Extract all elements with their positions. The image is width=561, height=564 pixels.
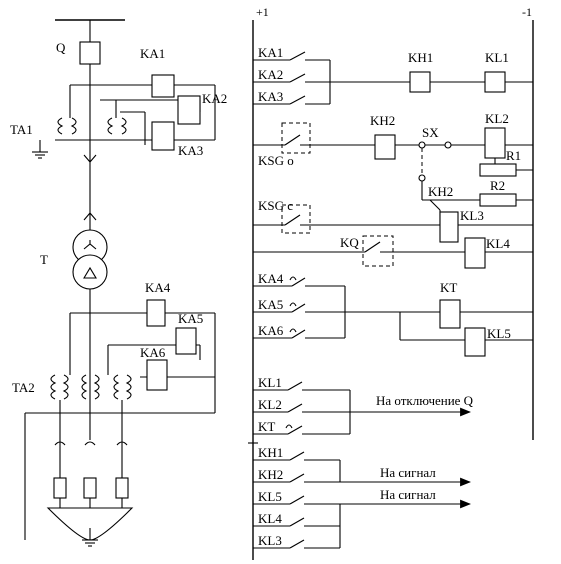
load-b — [83, 477, 97, 499]
trip-circuit: KL1 KL2 KT На отключение Q — [253, 375, 474, 435]
kl3-label: KL3 — [460, 208, 484, 223]
signal-circuit: KH1 KH2 KL5 KL4 KL3 На сигнал На сигнал — [248, 442, 472, 549]
relay-kl2 — [484, 127, 506, 159]
trip-label: На отключение Q — [376, 393, 474, 408]
ka4-label: KA4 — [145, 280, 171, 295]
ksg-o-label: KSG o — [258, 153, 294, 168]
relay-ka6 — [146, 359, 168, 391]
r2-label: R2 — [490, 178, 505, 193]
kh2-contact-label: KH2 — [428, 184, 453, 199]
ka2-label: KA2 — [202, 91, 227, 106]
load-c — [115, 477, 129, 499]
resistor-r2 — [479, 193, 517, 207]
ka3-label: KA3 — [178, 143, 203, 158]
relay-ka4 — [146, 299, 166, 327]
ka1-label: KA1 — [140, 46, 165, 61]
signal-kh2-label: KH2 — [258, 467, 283, 482]
signal-label-1: На сигнал — [380, 465, 436, 480]
kt-label: KT — [440, 280, 457, 295]
ka5-label: KA5 — [178, 311, 203, 326]
plus-rail-label: +1 — [256, 5, 269, 19]
transformer-label: T — [40, 252, 48, 267]
relay-kh2 — [374, 134, 396, 160]
signal-kl3-label: KL3 — [258, 533, 282, 548]
load-a — [53, 477, 67, 499]
relay-kl1 — [484, 71, 506, 93]
kl1-label: KL1 — [485, 50, 509, 65]
breaker-q — [79, 41, 101, 65]
relay-ka5 — [175, 327, 197, 355]
contact-ka3-label: KA3 — [258, 89, 283, 104]
r1-label: R1 — [506, 148, 521, 163]
kl5-label: KL5 — [487, 326, 511, 341]
relay-kh1 — [409, 71, 431, 93]
relay-ka1 — [151, 74, 175, 98]
trip-kl1-label: KL1 — [258, 375, 282, 390]
resistor-r1 — [479, 163, 517, 177]
relay-kl5 — [464, 327, 486, 357]
ta2-label: TA2 — [12, 380, 35, 395]
signal-kl5-label: KL5 — [258, 489, 282, 504]
kl4-label: KL4 — [486, 236, 510, 251]
relay-ka2 — [177, 95, 201, 125]
relay-ka3 — [151, 121, 175, 151]
kh2-label: KH2 — [370, 113, 395, 128]
contact-ka6-label: KA6 — [258, 323, 284, 338]
trip-kl2-label: KL2 — [258, 397, 282, 412]
contact-ka2-label: KA2 — [258, 67, 283, 82]
relay-kl3 — [439, 211, 459, 243]
sx-label: SX — [422, 125, 439, 140]
primary-circuit: Q TA1 KA1 KA2 KA3 T — [10, 19, 227, 547]
signal-kl4-label: KL4 — [258, 511, 282, 526]
signal-kh1-label: KH1 — [258, 445, 283, 460]
contact-ka4-label: KA4 — [258, 271, 284, 286]
contact-ka1-label: KA1 — [258, 45, 283, 60]
kl2-label: KL2 — [485, 111, 509, 126]
breaker-label: Q — [56, 40, 66, 55]
relay-kl4 — [464, 237, 486, 269]
ksg-c-label: KSG c — [258, 198, 293, 213]
relay-kt — [439, 299, 461, 329]
ta1-label: TA1 — [10, 122, 33, 137]
kq-label: KQ — [340, 235, 359, 250]
transformer-winding-2 — [72, 254, 108, 290]
kh1-label: KH1 — [408, 50, 433, 65]
contact-ka5-label: KA5 — [258, 297, 283, 312]
ka6-label: KA6 — [140, 345, 166, 360]
signal-label-2: На сигнал — [380, 487, 436, 502]
control-circuit: +1 -1 KA1 KA2 KA3 KH1 KL1 — [252, 5, 534, 560]
minus-rail-label: -1 — [522, 5, 532, 19]
trip-kt-label: KT — [258, 419, 275, 434]
